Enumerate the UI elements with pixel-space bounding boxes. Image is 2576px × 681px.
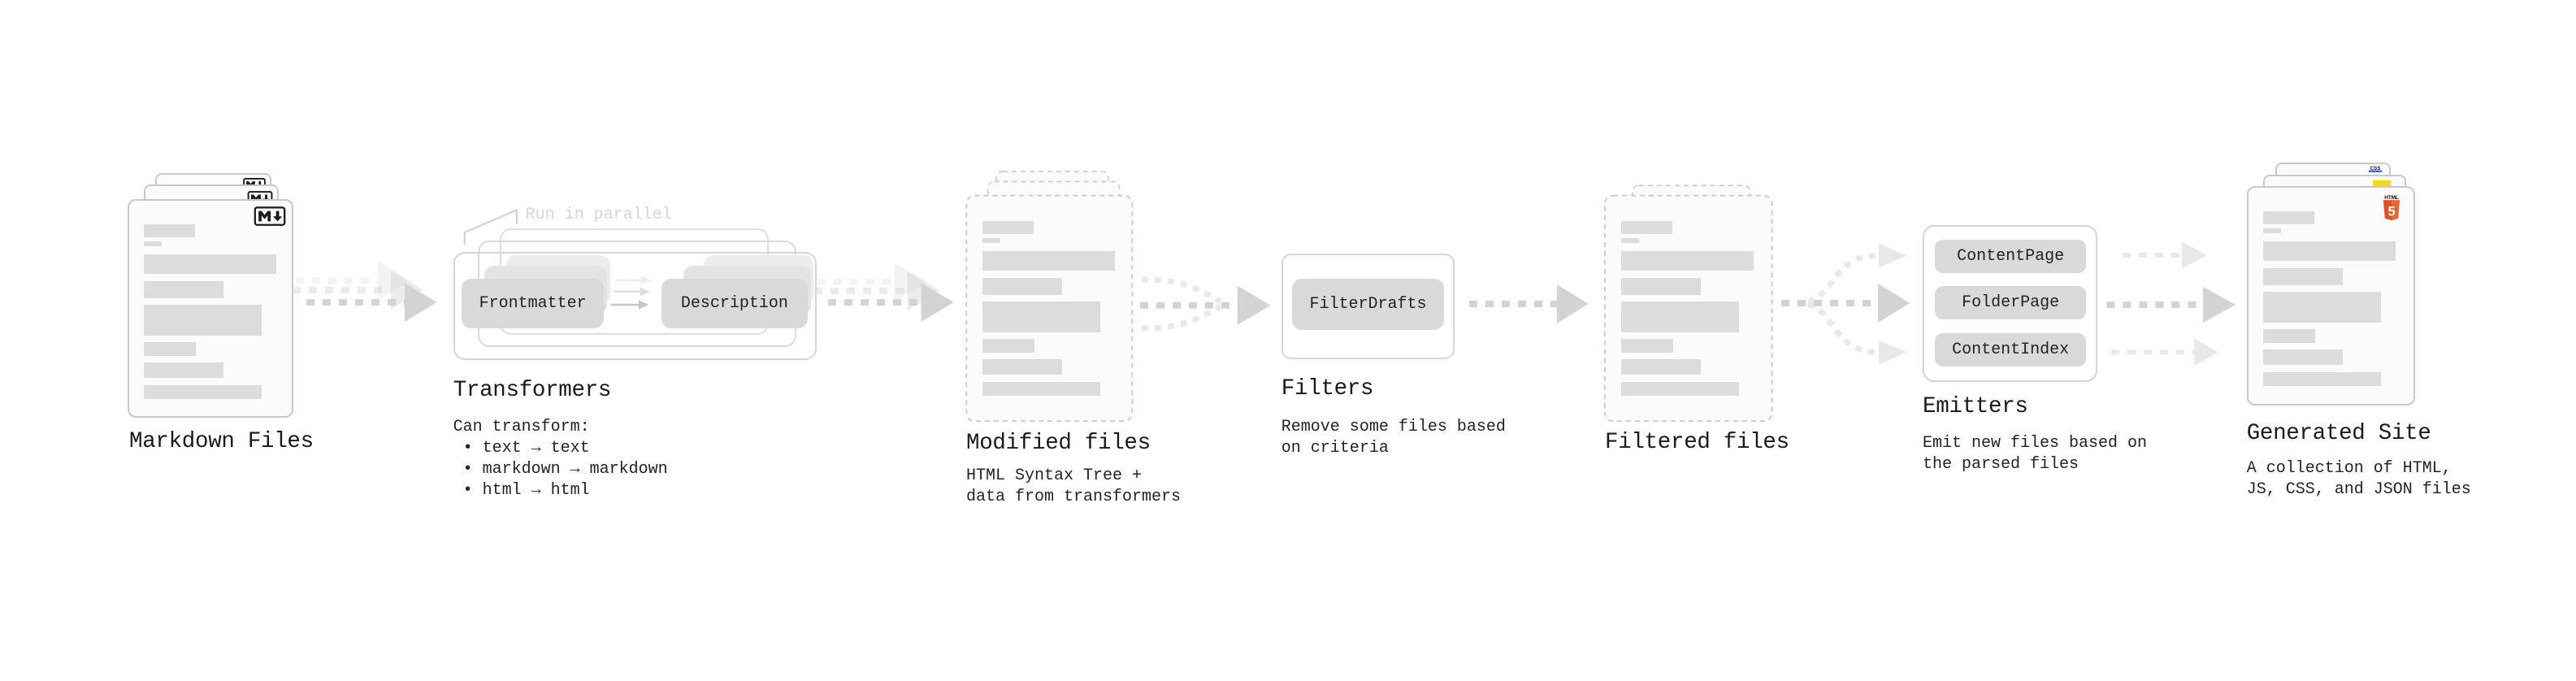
svg-text:5: 5 [2388, 204, 2396, 219]
svg-text:CSS: CSS [2370, 166, 2381, 171]
svg-text:HTML: HTML [2384, 194, 2399, 200]
